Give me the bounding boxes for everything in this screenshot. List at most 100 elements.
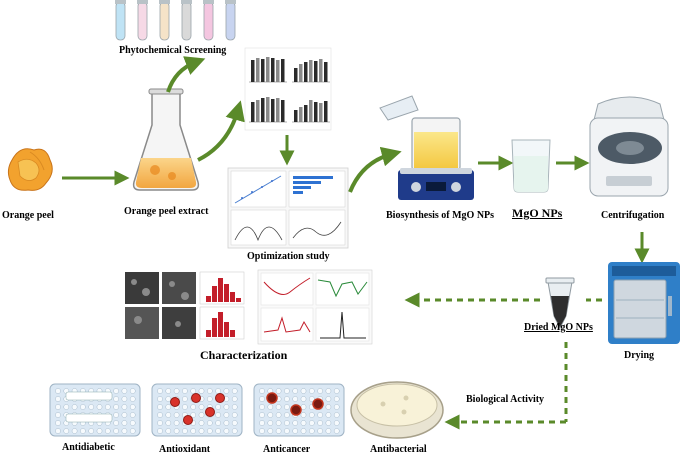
well	[173, 428, 180, 434]
label-orange-peel: Orange peel	[2, 210, 54, 221]
well	[190, 404, 197, 410]
well	[182, 404, 188, 410]
well	[325, 420, 332, 426]
test-tube-cap	[203, 0, 214, 4]
label-antidiabetic: Antidiabetic	[62, 442, 115, 453]
well	[182, 388, 188, 394]
well-plate-icon	[49, 383, 345, 437]
well	[259, 388, 265, 394]
well	[121, 396, 128, 402]
mini-bar	[324, 101, 328, 122]
mini-bar	[276, 98, 280, 122]
arrow-flask-to-charts	[197, 100, 245, 162]
well	[198, 412, 205, 418]
well	[80, 404, 86, 410]
well	[275, 420, 282, 426]
mini-bar	[294, 110, 298, 122]
mini-bar	[266, 97, 270, 122]
test-tube-cap	[159, 0, 170, 4]
oven-icon	[608, 262, 680, 344]
radical-spot	[215, 393, 225, 403]
microtube-icon	[545, 277, 575, 330]
well	[267, 420, 274, 426]
well	[113, 420, 119, 426]
well	[231, 404, 238, 410]
mini-bar	[271, 99, 275, 122]
beaker-icon	[511, 139, 551, 193]
test-tubes-icon	[115, 0, 236, 41]
label-optimization-study: Optimization study	[247, 251, 330, 262]
plate-tag	[65, 413, 113, 423]
mini-bar	[261, 98, 265, 122]
well	[55, 420, 61, 426]
well	[198, 428, 205, 434]
well	[325, 396, 332, 402]
mini-bar	[299, 64, 303, 82]
radical-spot	[205, 407, 215, 417]
optimization-plots-icon	[227, 167, 349, 249]
mini-bar	[304, 105, 308, 122]
orange-peel-icon	[7, 148, 53, 191]
well	[284, 420, 290, 426]
well	[259, 404, 265, 410]
well	[300, 412, 307, 418]
well	[129, 396, 136, 402]
well	[129, 404, 136, 410]
label-phytochemical-screening: Phytochemical Screening	[119, 45, 227, 56]
label-drying: Drying	[624, 350, 654, 361]
well	[231, 412, 238, 418]
well	[231, 388, 238, 394]
well	[215, 428, 221, 434]
well	[284, 396, 290, 402]
well	[223, 428, 230, 434]
test-tube	[115, 1, 126, 41]
well	[317, 420, 323, 426]
well	[190, 388, 197, 394]
well	[129, 420, 136, 426]
mini-bar	[251, 60, 255, 82]
well	[129, 428, 136, 434]
beaker-hotplate-icon	[379, 95, 474, 200]
well	[113, 428, 119, 434]
well	[206, 428, 213, 434]
well	[223, 420, 230, 426]
well	[157, 404, 163, 410]
well	[275, 404, 282, 410]
well	[308, 412, 315, 418]
well	[292, 428, 299, 434]
well	[165, 388, 172, 394]
label-centrifugation: Centrifugation	[601, 210, 665, 221]
well	[113, 388, 119, 394]
well	[129, 412, 136, 418]
radical-spot	[170, 397, 180, 407]
test-tube-cap	[115, 0, 126, 4]
well	[80, 428, 86, 434]
well	[96, 404, 103, 410]
test-tube	[159, 1, 170, 41]
well	[284, 388, 290, 394]
well	[157, 428, 163, 434]
well	[88, 428, 95, 434]
well	[63, 428, 70, 434]
well	[182, 396, 188, 402]
well	[157, 396, 163, 402]
well	[300, 388, 307, 394]
well	[96, 428, 103, 434]
well	[198, 388, 205, 394]
well	[259, 428, 265, 434]
label-biological-activity: Biological Activity	[466, 394, 545, 405]
well	[325, 388, 332, 394]
well	[104, 428, 111, 434]
well	[190, 412, 197, 418]
well	[165, 404, 172, 410]
mini-bar	[324, 62, 328, 82]
well	[275, 428, 282, 434]
well	[173, 388, 180, 394]
well	[284, 404, 290, 410]
well	[121, 428, 128, 434]
well	[63, 404, 70, 410]
well	[206, 396, 213, 402]
well	[55, 396, 61, 402]
well	[333, 388, 340, 394]
